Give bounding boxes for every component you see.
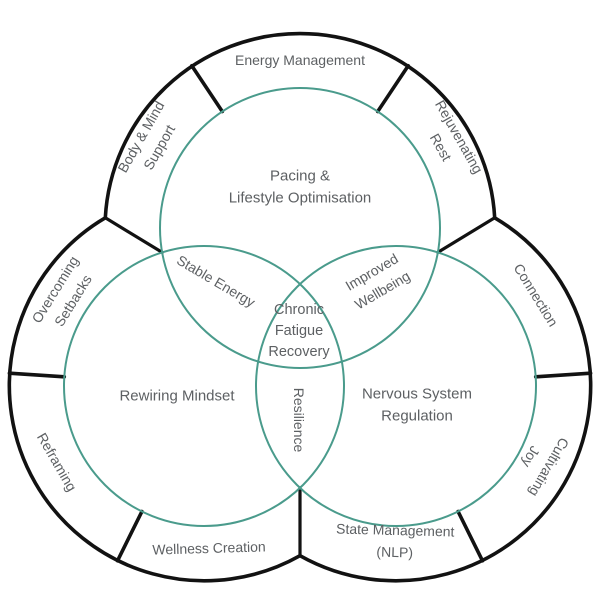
divider-left-lower	[115, 509, 144, 563]
cusp-connector-top-right	[436, 216, 497, 254]
svg-text:Resilience: Resilience	[291, 388, 307, 453]
circle-label-rewiring-mindset: Rewiring Mindset	[119, 388, 235, 405]
svg-text:Chronic: Chronic	[274, 302, 324, 318]
circle-label-pacing-lifestyle: Pacing & Lifestyle Optimisation	[229, 168, 372, 207]
circle-label-nervous-system: Nervous System Regulation	[362, 386, 472, 425]
svg-text:Nervous System: Nervous System	[362, 386, 472, 403]
venn-circle-left	[63, 245, 345, 527]
svg-text:Recovery: Recovery	[268, 344, 330, 360]
divider-top-left	[190, 64, 225, 114]
divider-right-lower	[456, 509, 485, 563]
cusp-connector-top-left	[103, 216, 164, 254]
venn-circle-right	[255, 245, 537, 527]
overlap-label-stable-energy: Stable Energy	[174, 252, 258, 310]
ring-label-state-management: State Management (NLP)	[336, 520, 455, 561]
svg-text:Lifestyle Optimisation: Lifestyle Optimisation	[229, 190, 372, 207]
svg-text:State Management: State Management	[336, 520, 455, 539]
svg-text:Reframing: Reframing	[34, 430, 80, 494]
overlap-label-improved-wellbeing: Improved Wellbeing	[342, 250, 412, 312]
svg-text:Stable Energy: Stable Energy	[174, 252, 258, 310]
divider-right-upper	[533, 371, 593, 379]
divider-top-right	[375, 64, 411, 114]
divider-left-upper	[7, 371, 67, 379]
ring-label-energy-management: Energy Management	[235, 52, 365, 68]
svg-text:(NLP): (NLP)	[376, 544, 413, 561]
svg-text:Fatigue: Fatigue	[275, 323, 323, 339]
ring-label-overcoming-setbacks: Overcoming Setbacks	[28, 253, 94, 329]
ring-label-reframing: Reframing	[34, 430, 80, 494]
ring-label-wellness-creation: Wellness Creation	[152, 538, 266, 557]
svg-text:Wellness Creation: Wellness Creation	[152, 538, 266, 557]
overlap-label-resilience: Resilience	[291, 388, 307, 453]
outer-trefoil-outline	[7, 31, 593, 583]
center-label-chronic-fatigue-recovery: Chronic Fatigue Recovery	[268, 302, 330, 360]
venn-circle-top	[159, 87, 441, 369]
svg-text:Pacing &: Pacing &	[270, 168, 330, 185]
svg-text:Regulation: Regulation	[381, 408, 453, 425]
